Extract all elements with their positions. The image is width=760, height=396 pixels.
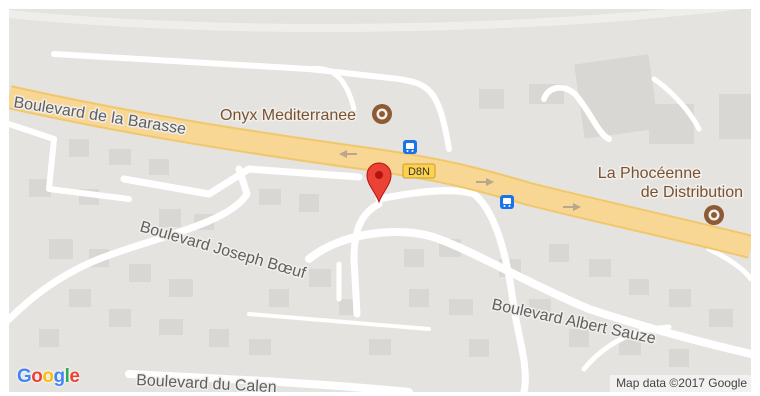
route-shield-label: D8N — [408, 166, 430, 178]
logo-letter: e — [69, 366, 80, 387]
minor-roads-south — [9, 121, 751, 392]
bus-stop-icon[interactable] — [500, 195, 514, 209]
map-view[interactable]: Boulevard de la Barasse Boulevard Joseph… — [9, 9, 751, 392]
map-marker-icon[interactable] — [366, 162, 392, 204]
logo-letter: l — [64, 366, 70, 387]
map-attribution[interactable]: Map data ©2017 Google — [610, 375, 751, 392]
one-way-arrow-icon — [339, 150, 581, 211]
poi-label-phoceenne-line2[interactable]: de Distribution — [639, 183, 744, 203]
poi-icon[interactable] — [372, 104, 392, 124]
google-logo[interactable]: Google — [17, 366, 80, 388]
route-shield: D8N — [402, 163, 436, 179]
logo-letter: G — [17, 366, 32, 387]
poi-label-phoceenne-line1[interactable]: La Phocéenne — [596, 164, 702, 184]
logo-letter: g — [53, 366, 66, 387]
logo-letter: o — [42, 366, 54, 387]
map-canvas: Boulevard de la Barasse Boulevard Joseph… — [9, 9, 751, 392]
logo-letter: o — [31, 366, 43, 387]
poi-icon[interactable] — [704, 205, 724, 225]
bus-stop-icon[interactable] — [403, 140, 417, 154]
poi-label-onyx[interactable]: Onyx Mediterranee — [219, 106, 358, 126]
minor-roads-north — [9, 9, 743, 152]
